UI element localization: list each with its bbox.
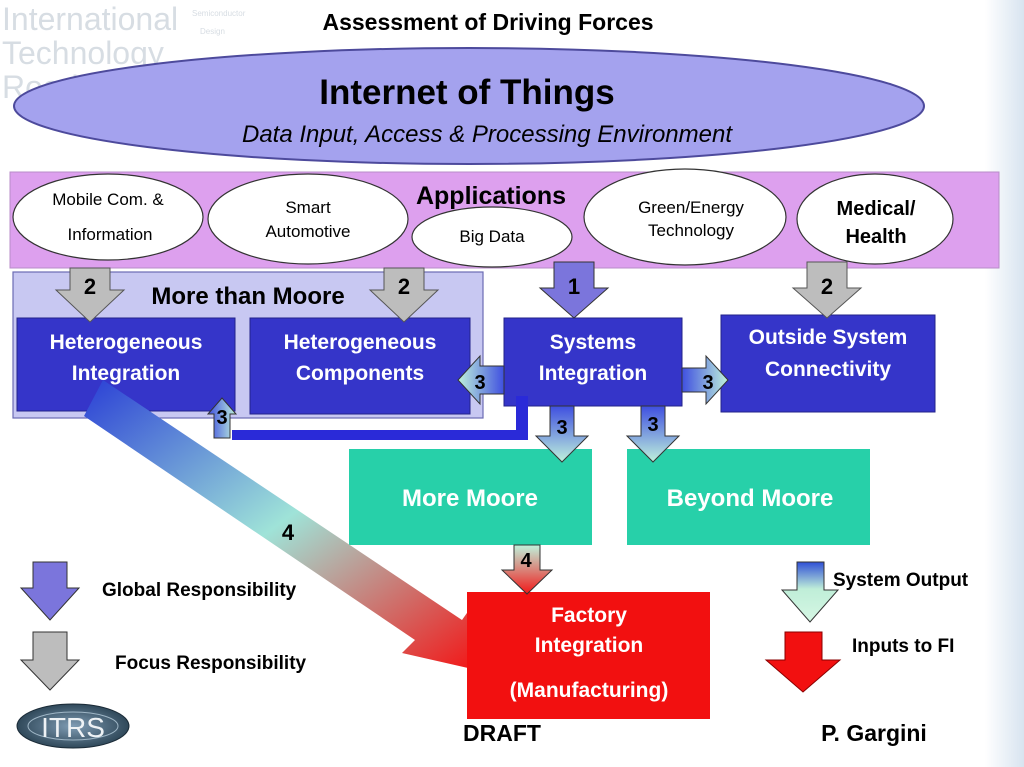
systems-to-integration-connector: [206, 396, 528, 440]
outside-connectivity-line2: Connectivity: [765, 358, 891, 381]
watermark-line2: Technology: [2, 35, 164, 71]
arrow-2-right-number: 2: [821, 274, 833, 299]
draft-label: DRAFT: [463, 720, 541, 746]
het-components-line2: Components: [296, 362, 424, 385]
itrs-logo-text: ITRS: [41, 712, 105, 743]
arrow-3-left: [457, 354, 505, 406]
outside-connectivity-line1: Outside System: [749, 326, 908, 349]
more-than-moore-label: More than Moore: [151, 283, 344, 310]
het-components-line1: Heterogeneous: [284, 331, 437, 354]
arrow-4-to-factory: [500, 544, 554, 595]
arrow-2-left-number: 2: [84, 274, 96, 299]
bigdata-label: Big Data: [459, 227, 525, 246]
legend-focus-arrow: [19, 631, 81, 691]
focus-arrow-mid: [368, 267, 440, 323]
watermark-small2: Design: [200, 27, 225, 36]
factory-line1: Factory: [551, 604, 627, 627]
het-integration-line1: Heterogeneous: [50, 331, 203, 354]
beyond-moore-box: [627, 449, 870, 545]
iot-ellipse: [13, 47, 925, 165]
legend-system-output-arrow: [780, 561, 840, 623]
mobile-label-line2: Information: [67, 225, 152, 244]
arrow-3-right-number: 3: [702, 372, 713, 394]
legend-inputs-fi-arrow: [764, 631, 842, 693]
more-moore-box: [349, 449, 592, 545]
bubble-automotive: [207, 173, 409, 265]
green-label-line1: Green/Energy: [638, 198, 744, 217]
bubble-medical: [796, 173, 954, 265]
author-label: P. Gargini: [821, 720, 927, 746]
iot-subtitle: Data Input, Access & Processing Environm…: [242, 121, 733, 148]
arrow-3-more-moore-number: 3: [556, 417, 567, 439]
arrow-2-mid-number: 2: [398, 274, 410, 299]
slide-right-edge: [985, 0, 1024, 767]
watermark-small1: Semiconductor: [192, 9, 246, 18]
arrow-3-bottom-number: 3: [216, 407, 227, 429]
mobile-label-line1: Mobile Com. &: [52, 190, 164, 209]
heterogeneous-components-box: [249, 317, 471, 415]
arrow-3-to-beyond-moore: [625, 405, 681, 463]
factory-line3: (Manufacturing): [510, 679, 669, 702]
diagonal-arrow-4: [84, 380, 474, 668]
automotive-label-line2: Automotive: [265, 222, 350, 241]
focus-arrow-left: [54, 267, 126, 323]
legend-global-arrow: [19, 561, 81, 621]
diagonal-arrow-number: 4: [282, 520, 295, 545]
het-integration-line2: Integration: [72, 362, 181, 385]
arrow-1-number: 1: [568, 274, 580, 299]
arrow-4-down-number: 4: [520, 550, 532, 572]
factory-line2: Integration: [535, 634, 644, 657]
factory-integration-box: [467, 592, 710, 719]
arrow-3-beyond-moore-number: 3: [647, 414, 658, 436]
application-bubbles: [12, 168, 954, 268]
systems-integration-line2: Integration: [539, 362, 648, 385]
arrow-3-to-more-moore: [534, 405, 590, 463]
beyond-moore-label: Beyond Moore: [667, 485, 834, 512]
iot-title: Internet of Things: [319, 73, 615, 112]
bubble-mobile: [12, 173, 204, 261]
bubble-green: [583, 168, 787, 266]
focus-arrow-right: [791, 261, 863, 319]
watermark-line1: International: [2, 1, 178, 37]
legend-focus-label: Focus Responsibility: [115, 653, 307, 674]
legend-system-output-label: System Output: [833, 570, 969, 591]
systems-integration-line1: Systems: [550, 331, 636, 354]
legend-global-label: Global Responsibility: [102, 580, 297, 601]
automotive-label-line1: Smart: [285, 198, 331, 217]
more-moore-label: More Moore: [402, 485, 538, 512]
arrow-3-left-number: 3: [474, 372, 485, 394]
legend-inputs-fi-label: Inputs to FI: [852, 636, 954, 657]
green-label-line2: Technology: [648, 221, 735, 240]
medical-label-line2: Health: [845, 226, 906, 248]
itrs-logo: ITRS: [16, 703, 130, 749]
applications-title: Applications: [416, 182, 566, 210]
slide-title: Assessment of Driving Forces: [322, 9, 653, 35]
systems-integration-box: [503, 317, 683, 407]
medical-label-line1: Medical/: [837, 198, 916, 220]
bubble-bigdata: [411, 206, 573, 268]
global-arrow-systems: [538, 261, 610, 319]
arrow-3-right: [681, 354, 729, 406]
